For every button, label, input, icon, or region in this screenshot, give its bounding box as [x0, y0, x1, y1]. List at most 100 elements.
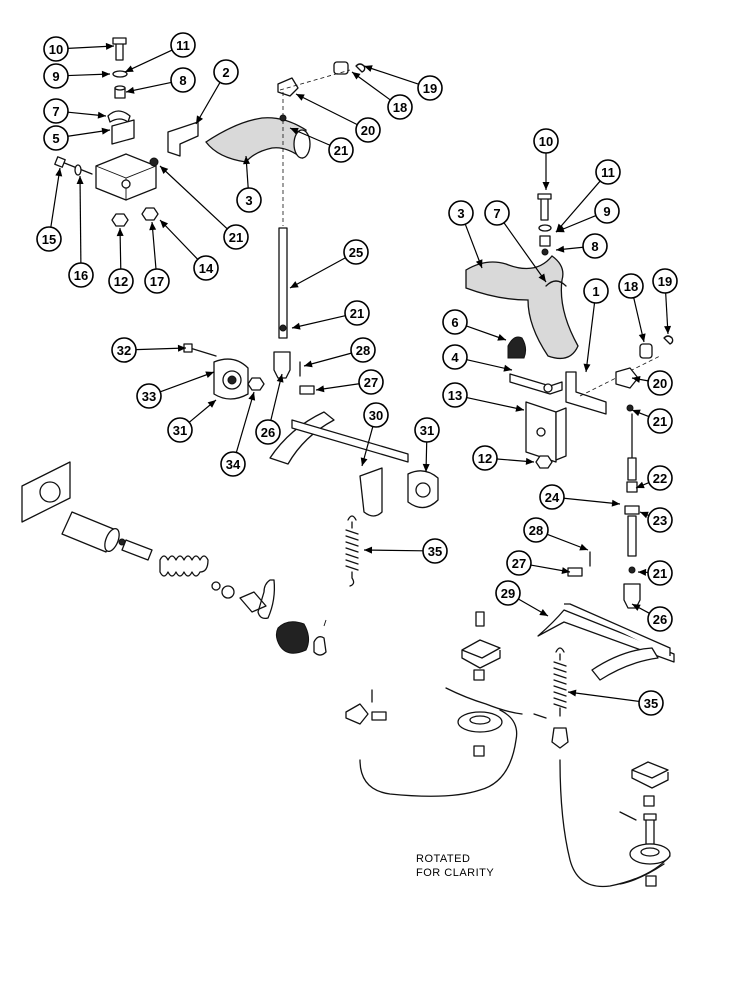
- callout-circle: [647, 465, 673, 491]
- callout-circle: [111, 337, 137, 363]
- callout-circle: [442, 344, 468, 370]
- callout-number: 10: [49, 42, 63, 57]
- callout-number: 20: [361, 123, 375, 138]
- callout-number: 31: [420, 423, 434, 438]
- callout-circle: [442, 382, 468, 408]
- callout: 17: [144, 221, 170, 294]
- callout-circle: [647, 606, 673, 632]
- callout: 26: [255, 373, 284, 445]
- callout-number: 27: [364, 375, 378, 390]
- leader-line: [363, 549, 424, 552]
- pedal-grip: [465, 255, 579, 360]
- washer: [538, 224, 552, 232]
- clamp-bracket: [461, 639, 501, 669]
- nut: [111, 213, 129, 227]
- callout: 25: [289, 239, 369, 289]
- yoke: [277, 77, 299, 97]
- callout: 7: [43, 98, 107, 124]
- callout-number: 10: [539, 134, 553, 149]
- callout: 28: [523, 517, 589, 551]
- callout-circle: [539, 484, 565, 510]
- arrow-head: [149, 222, 157, 231]
- callout-number: 32: [117, 343, 131, 358]
- callout-number: 19: [658, 274, 672, 289]
- arrow-head: [196, 115, 204, 124]
- spacer: [473, 669, 485, 681]
- callout-circle: [495, 580, 521, 606]
- arrow-head: [177, 344, 186, 352]
- callout-circle: [448, 200, 474, 226]
- callout-circle: [523, 517, 549, 543]
- spacer: [643, 795, 655, 807]
- nut: [141, 207, 159, 221]
- leader-line: [160, 371, 215, 393]
- leader-line: [235, 391, 255, 453]
- callout-number: 18: [393, 100, 407, 115]
- arrow-head: [116, 228, 124, 237]
- callout-circle: [213, 59, 239, 85]
- clevis-pin: [299, 385, 315, 395]
- callout-circle: [582, 233, 608, 259]
- callout: 20: [631, 370, 673, 396]
- callout-number: 21: [350, 306, 364, 321]
- cable-end: [619, 811, 637, 821]
- nut: [535, 455, 553, 469]
- callout: 19: [652, 268, 678, 335]
- callout-circle: [506, 550, 532, 576]
- callout-circle: [236, 187, 262, 213]
- arrow-head: [243, 156, 251, 165]
- mounting-plate: [95, 153, 157, 201]
- arrow-head: [638, 333, 646, 342]
- callout-circle: [43, 36, 69, 62]
- callout: 21: [637, 560, 673, 586]
- arrow-head: [126, 86, 135, 94]
- shaft-lever: [359, 467, 383, 517]
- arrow-head: [632, 375, 641, 383]
- rubber-boot: [275, 621, 310, 654]
- spacer: [645, 875, 657, 887]
- arrow-head: [556, 223, 564, 232]
- callout: 19: [363, 65, 443, 101]
- callout: 15: [36, 167, 63, 252]
- pedal-pad: [507, 336, 527, 359]
- yoke: [615, 367, 639, 389]
- callout: 1: [583, 278, 609, 373]
- callout-number: 3: [457, 206, 464, 221]
- callout-circle: [170, 32, 196, 58]
- leader-line: [79, 175, 82, 264]
- callout-circle: [647, 408, 673, 434]
- bushing: [539, 235, 551, 247]
- callout-number: 21: [334, 143, 348, 158]
- callout-number: 21: [653, 414, 667, 429]
- callout-circle: [422, 538, 448, 564]
- callout: 13: [442, 382, 525, 412]
- callout-number: 9: [603, 204, 610, 219]
- pedal-grip: [205, 117, 307, 163]
- leader-line: [291, 315, 346, 329]
- callout-circle: [647, 370, 673, 396]
- callout: 3: [236, 155, 262, 213]
- callout: 27: [315, 369, 384, 395]
- callout-number: 8: [179, 73, 186, 88]
- callout: 21: [631, 408, 673, 434]
- callout: 5: [43, 125, 111, 151]
- callout: 21: [159, 165, 249, 250]
- callout: 31: [167, 399, 217, 443]
- callout-number: 26: [261, 425, 275, 440]
- leader-line: [303, 352, 352, 367]
- callout-circle: [583, 278, 609, 304]
- bushing: [639, 343, 653, 359]
- arrow-head: [556, 225, 565, 233]
- bracket: [111, 119, 135, 145]
- arrow-head: [101, 127, 110, 135]
- arrow-head: [638, 568, 647, 576]
- callout: 7: [484, 200, 547, 283]
- callout: 12: [108, 227, 134, 294]
- pin: [355, 63, 366, 73]
- cable-clevis: [345, 703, 369, 725]
- callout-circle: [350, 337, 376, 363]
- callout-number: 16: [74, 268, 88, 283]
- arrow-head: [160, 220, 169, 229]
- arrow-head: [475, 259, 483, 268]
